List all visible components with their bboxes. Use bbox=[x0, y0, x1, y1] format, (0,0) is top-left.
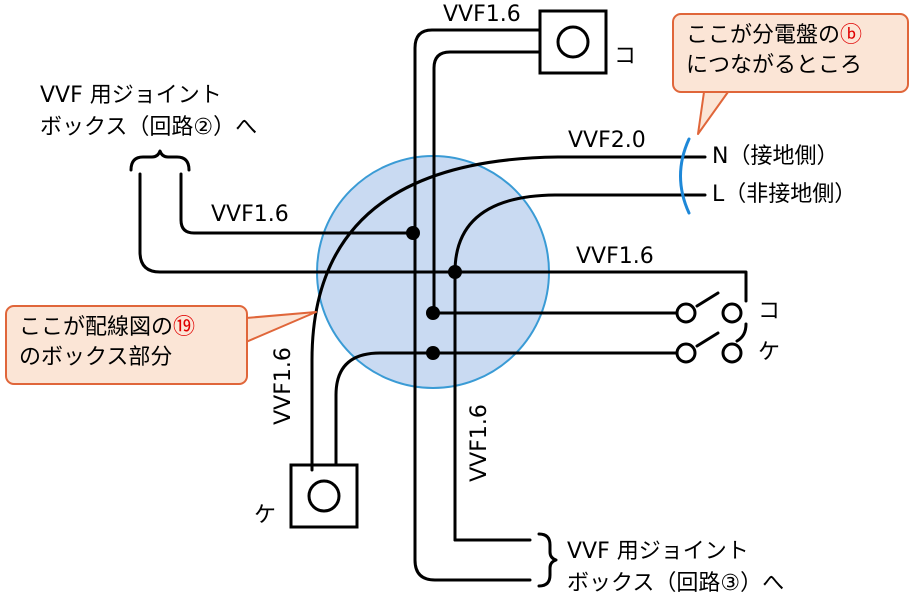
label-jb2-line1: VVF 用ジョイント bbox=[40, 83, 222, 108]
switch-ke-terminal-a bbox=[675, 342, 697, 364]
callout-box-mark: ⑲ bbox=[173, 315, 196, 340]
switch-ke-lever bbox=[695, 331, 720, 348]
label-lamp-ke: ケ bbox=[254, 503, 277, 528]
wire-jb2-to-switches bbox=[138, 172, 748, 303]
jb3-brace bbox=[537, 532, 558, 588]
wire-jb2-neutral bbox=[179, 172, 417, 235]
label-vvf-right: VVF1.6 bbox=[576, 244, 654, 269]
callout-panel: ここが分電盤のⓑ につながるところ bbox=[672, 13, 909, 93]
switch-ko-lever bbox=[695, 291, 720, 308]
callout-panel-line1: ここが分電盤の bbox=[686, 23, 841, 48]
label-jb3-line2: ボックス（回路③）へ bbox=[567, 571, 785, 596]
label-lamp-ko: コ bbox=[614, 44, 637, 69]
jb2-brace bbox=[129, 149, 191, 172]
junction-live bbox=[448, 265, 462, 279]
wire-neutral bbox=[310, 155, 707, 472]
callout-box-line2: のボックス部分 bbox=[19, 345, 173, 370]
label-vvf-left: VVF1.6 bbox=[211, 202, 289, 227]
callout-panel-pointer bbox=[697, 91, 729, 135]
wire-lamp-ko-to-jb3 bbox=[413, 28, 542, 582]
label-jb2-line2: ボックス（回路②）へ bbox=[40, 115, 258, 140]
wire-lamp-ko-to-switch bbox=[432, 50, 687, 315]
wire-switch-common bbox=[735, 322, 748, 343]
cable-sheath-mark bbox=[679, 137, 691, 215]
label-jb3-line1: VVF 用ジョイント bbox=[567, 539, 749, 564]
wire-live bbox=[453, 193, 707, 542]
label-vvf-vert-left: VVF1.6 bbox=[270, 347, 296, 425]
label-l: L（非接地側） bbox=[712, 182, 857, 207]
wire-lamp-ke-to-switch bbox=[334, 351, 688, 467]
label-vvf-vert-right: VVF1.6 bbox=[466, 404, 492, 482]
label-switch-ko: コ bbox=[758, 299, 781, 324]
switch-ke-terminal-b bbox=[721, 342, 743, 364]
callout-box-line1: ここが配線図の bbox=[19, 315, 174, 340]
junction-neutral bbox=[406, 226, 420, 240]
label-jb3: VVF 用ジョイント ボックス（回路③）へ bbox=[567, 536, 784, 600]
callout-box-pointer bbox=[245, 311, 317, 343]
label-jb2: VVF 用ジョイント ボックス（回路②）へ bbox=[40, 80, 257, 144]
label-switch-ke: ケ bbox=[758, 340, 781, 365]
label-vvf-top: VVF1.6 bbox=[443, 2, 521, 27]
junction-switch-ko bbox=[426, 306, 440, 320]
callout-panel-line2: につながるところ bbox=[686, 53, 863, 78]
label-vvf-20: VVF2.0 bbox=[568, 128, 646, 153]
lamp-ko-icon bbox=[556, 25, 590, 59]
switch-ko-terminal-a bbox=[675, 302, 697, 324]
switch-ko-terminal-b bbox=[721, 302, 743, 324]
junction-switch-ke bbox=[426, 346, 440, 360]
label-n: N（接地側） bbox=[712, 144, 839, 169]
callout-panel-mark: ⓑ bbox=[840, 23, 863, 48]
lamp-ke-icon bbox=[307, 479, 341, 513]
callout-box: ここが配線図の⑲ のボックス部分 bbox=[5, 305, 248, 385]
